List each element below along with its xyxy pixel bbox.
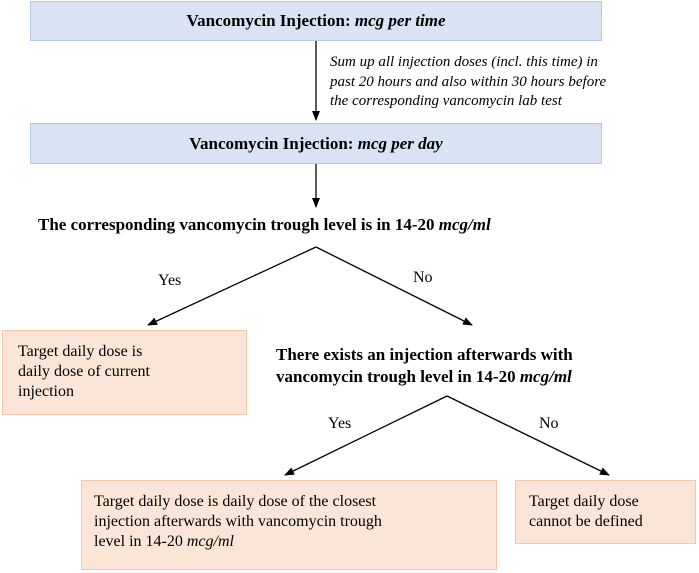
outcome2-line-3-text: level in 14-20 — [94, 533, 187, 550]
decision1-no-label: No — [413, 269, 433, 286]
outcome1-line-2: daily dose of current — [18, 363, 150, 380]
step1-unit: mcg per time — [354, 11, 446, 30]
outcome2-box: Target daily dose is daily dose of the c… — [81, 480, 497, 570]
step1-title: Vancomycin Injection: — [186, 11, 355, 30]
outcome2-unit: mcg/ml — [186, 533, 234, 550]
note-line-2: past 20 hours and also within 30 hours b… — [330, 73, 607, 90]
decision2-yes-label: Yes — [328, 415, 352, 432]
outcome1-line-1: Target daily dose is — [18, 343, 143, 360]
decision2-line-1: There exists an injection afterwards wit… — [276, 345, 573, 364]
branch-decision1-no — [315, 246, 473, 326]
outcome3-line-2: cannot be defined — [529, 513, 643, 530]
step2-title: Vancomycin Injection: — [189, 134, 358, 153]
decision1-unit: mcg/ml — [438, 215, 491, 234]
decision2-unit: mcg/ml — [519, 367, 572, 386]
step2-box: Vancomycin Injection: mcg per day — [30, 123, 602, 164]
decision2-no-label: No — [539, 415, 559, 432]
decision2-text: There exists an injection afterwards wit… — [276, 344, 573, 388]
step1-box: Vancomycin Injection: mcg per time — [30, 1, 602, 41]
outcome2-line-1: Target daily dose is daily dose of the c… — [94, 493, 377, 510]
outcome2-line-2: injection afterwards with vancomycin tro… — [94, 513, 382, 530]
decision1-text: The corresponding vancomycin trough leve… — [38, 214, 491, 236]
branch-decision2-yes — [284, 395, 448, 476]
outcome3-line-1: Target daily dose — [529, 493, 639, 510]
decision1-yes-label: Yes — [158, 272, 182, 289]
branch-decision2-no — [446, 395, 610, 476]
outcome2-line-3: level in 14-20 mcg/ml — [94, 532, 496, 552]
outcome1-box: Target daily dose is daily dose of curre… — [2, 330, 247, 415]
aggregation-note: Sum up all injection doses (incl. this t… — [330, 53, 695, 112]
note-line-1: Sum up all injection doses (incl. this t… — [330, 54, 598, 70]
decision1-label: The corresponding vancomycin trough leve… — [38, 215, 439, 234]
note-line-3: the corresponding vancomycin lab test — [330, 93, 562, 109]
decision2-line-2: vancomycin trough level in 14-20 mcg/ml — [276, 366, 573, 388]
decision2-line-2-text: vancomycin trough level in 14-20 — [276, 367, 520, 386]
outcome3-box: Target daily dose cannot be defined — [515, 480, 696, 544]
outcome1-line-3: injection — [18, 383, 74, 400]
step2-unit: mcg per day — [357, 134, 443, 153]
branch-decision1-yes — [147, 246, 317, 326]
